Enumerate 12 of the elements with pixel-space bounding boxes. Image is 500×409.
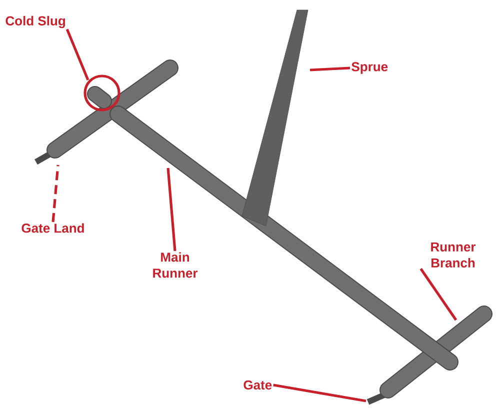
part-label: Main Runner	[153, 252, 198, 278]
leader-line	[420, 268, 458, 321]
leader-line	[52, 164, 60, 222]
part-label: Runner Branch	[431, 242, 476, 268]
part-label: Cold Slug	[6, 16, 65, 28]
part-label: Sprue	[352, 62, 388, 74]
leader-line	[66, 28, 90, 80]
leader-line	[166, 168, 176, 252]
leader-line	[310, 66, 350, 72]
part-label: Gate Land	[22, 223, 84, 233]
part-label: Gate	[244, 380, 272, 390]
leader-line	[273, 384, 366, 402]
